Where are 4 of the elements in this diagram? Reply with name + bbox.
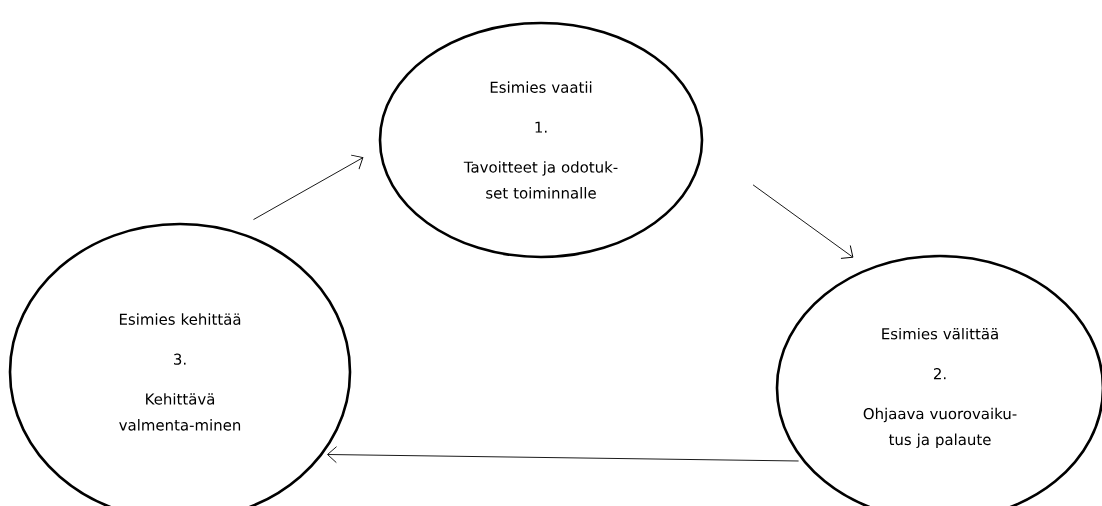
arrow xyxy=(253,154,364,221)
arrow xyxy=(752,184,854,259)
arrow xyxy=(327,446,800,464)
ellipse-node: Esimies vaatii 1. Tavoitteet ja odotuk-set toiminnalle xyxy=(378,21,704,259)
